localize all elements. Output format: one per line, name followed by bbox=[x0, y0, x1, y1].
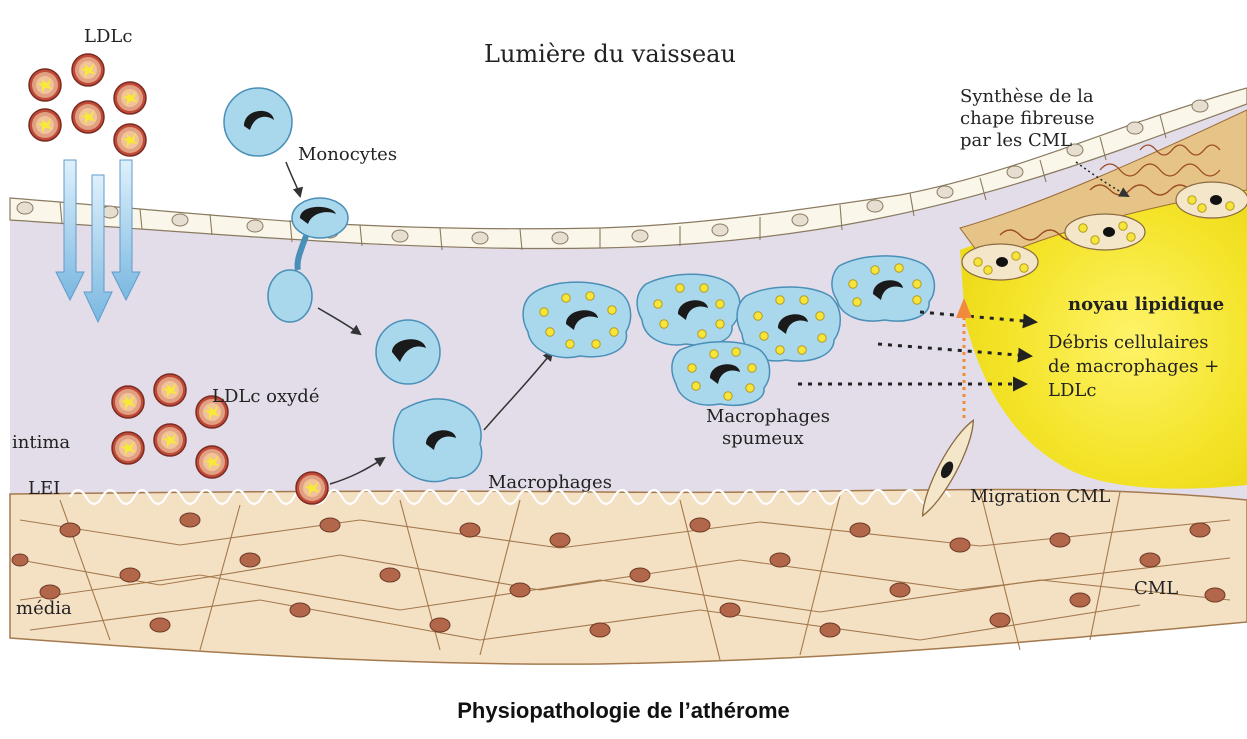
label-ldlc: LDLc bbox=[84, 26, 132, 47]
label-synthese-1: Synthèse de la bbox=[960, 86, 1094, 107]
label-noyau-lipidique: noyau lipidique bbox=[1068, 294, 1224, 315]
label-synthese-2: chape fibreuse bbox=[960, 108, 1095, 129]
ldlc-oxidized-single bbox=[296, 472, 328, 504]
ldlc-influx-arrows bbox=[56, 160, 140, 322]
label-cml: CML bbox=[1134, 578, 1178, 599]
macrophage-cell bbox=[393, 399, 481, 482]
label-synthese-3: par les CML bbox=[960, 130, 1072, 151]
label-monocytes: Monocytes bbox=[298, 144, 397, 165]
label-intima: intima bbox=[12, 432, 70, 453]
label-macrophages-spumeux-2: spumeux bbox=[722, 428, 804, 449]
label-ldlc-oxyde: LDLc oxydé bbox=[212, 386, 319, 407]
label-debris-1: Débris cellulaires bbox=[1048, 332, 1209, 353]
label-debris-3: LDLc bbox=[1048, 380, 1096, 401]
figure-caption: Physiopathologie de l’athérome bbox=[0, 698, 1247, 724]
monocyte-lumen bbox=[224, 88, 292, 156]
label-debris-2: de macrophages + bbox=[1048, 356, 1219, 377]
label-media: média bbox=[16, 598, 72, 619]
label-macrophages-spumeux-1: Macrophages bbox=[706, 406, 830, 427]
label-macrophages: Macrophages bbox=[488, 472, 612, 493]
label-title-lumiere: Lumière du vaisseau bbox=[484, 40, 736, 68]
monocyte-intima bbox=[376, 320, 440, 384]
label-lei: LEI bbox=[28, 478, 60, 499]
label-migration-cml: Migration CML bbox=[970, 486, 1110, 507]
